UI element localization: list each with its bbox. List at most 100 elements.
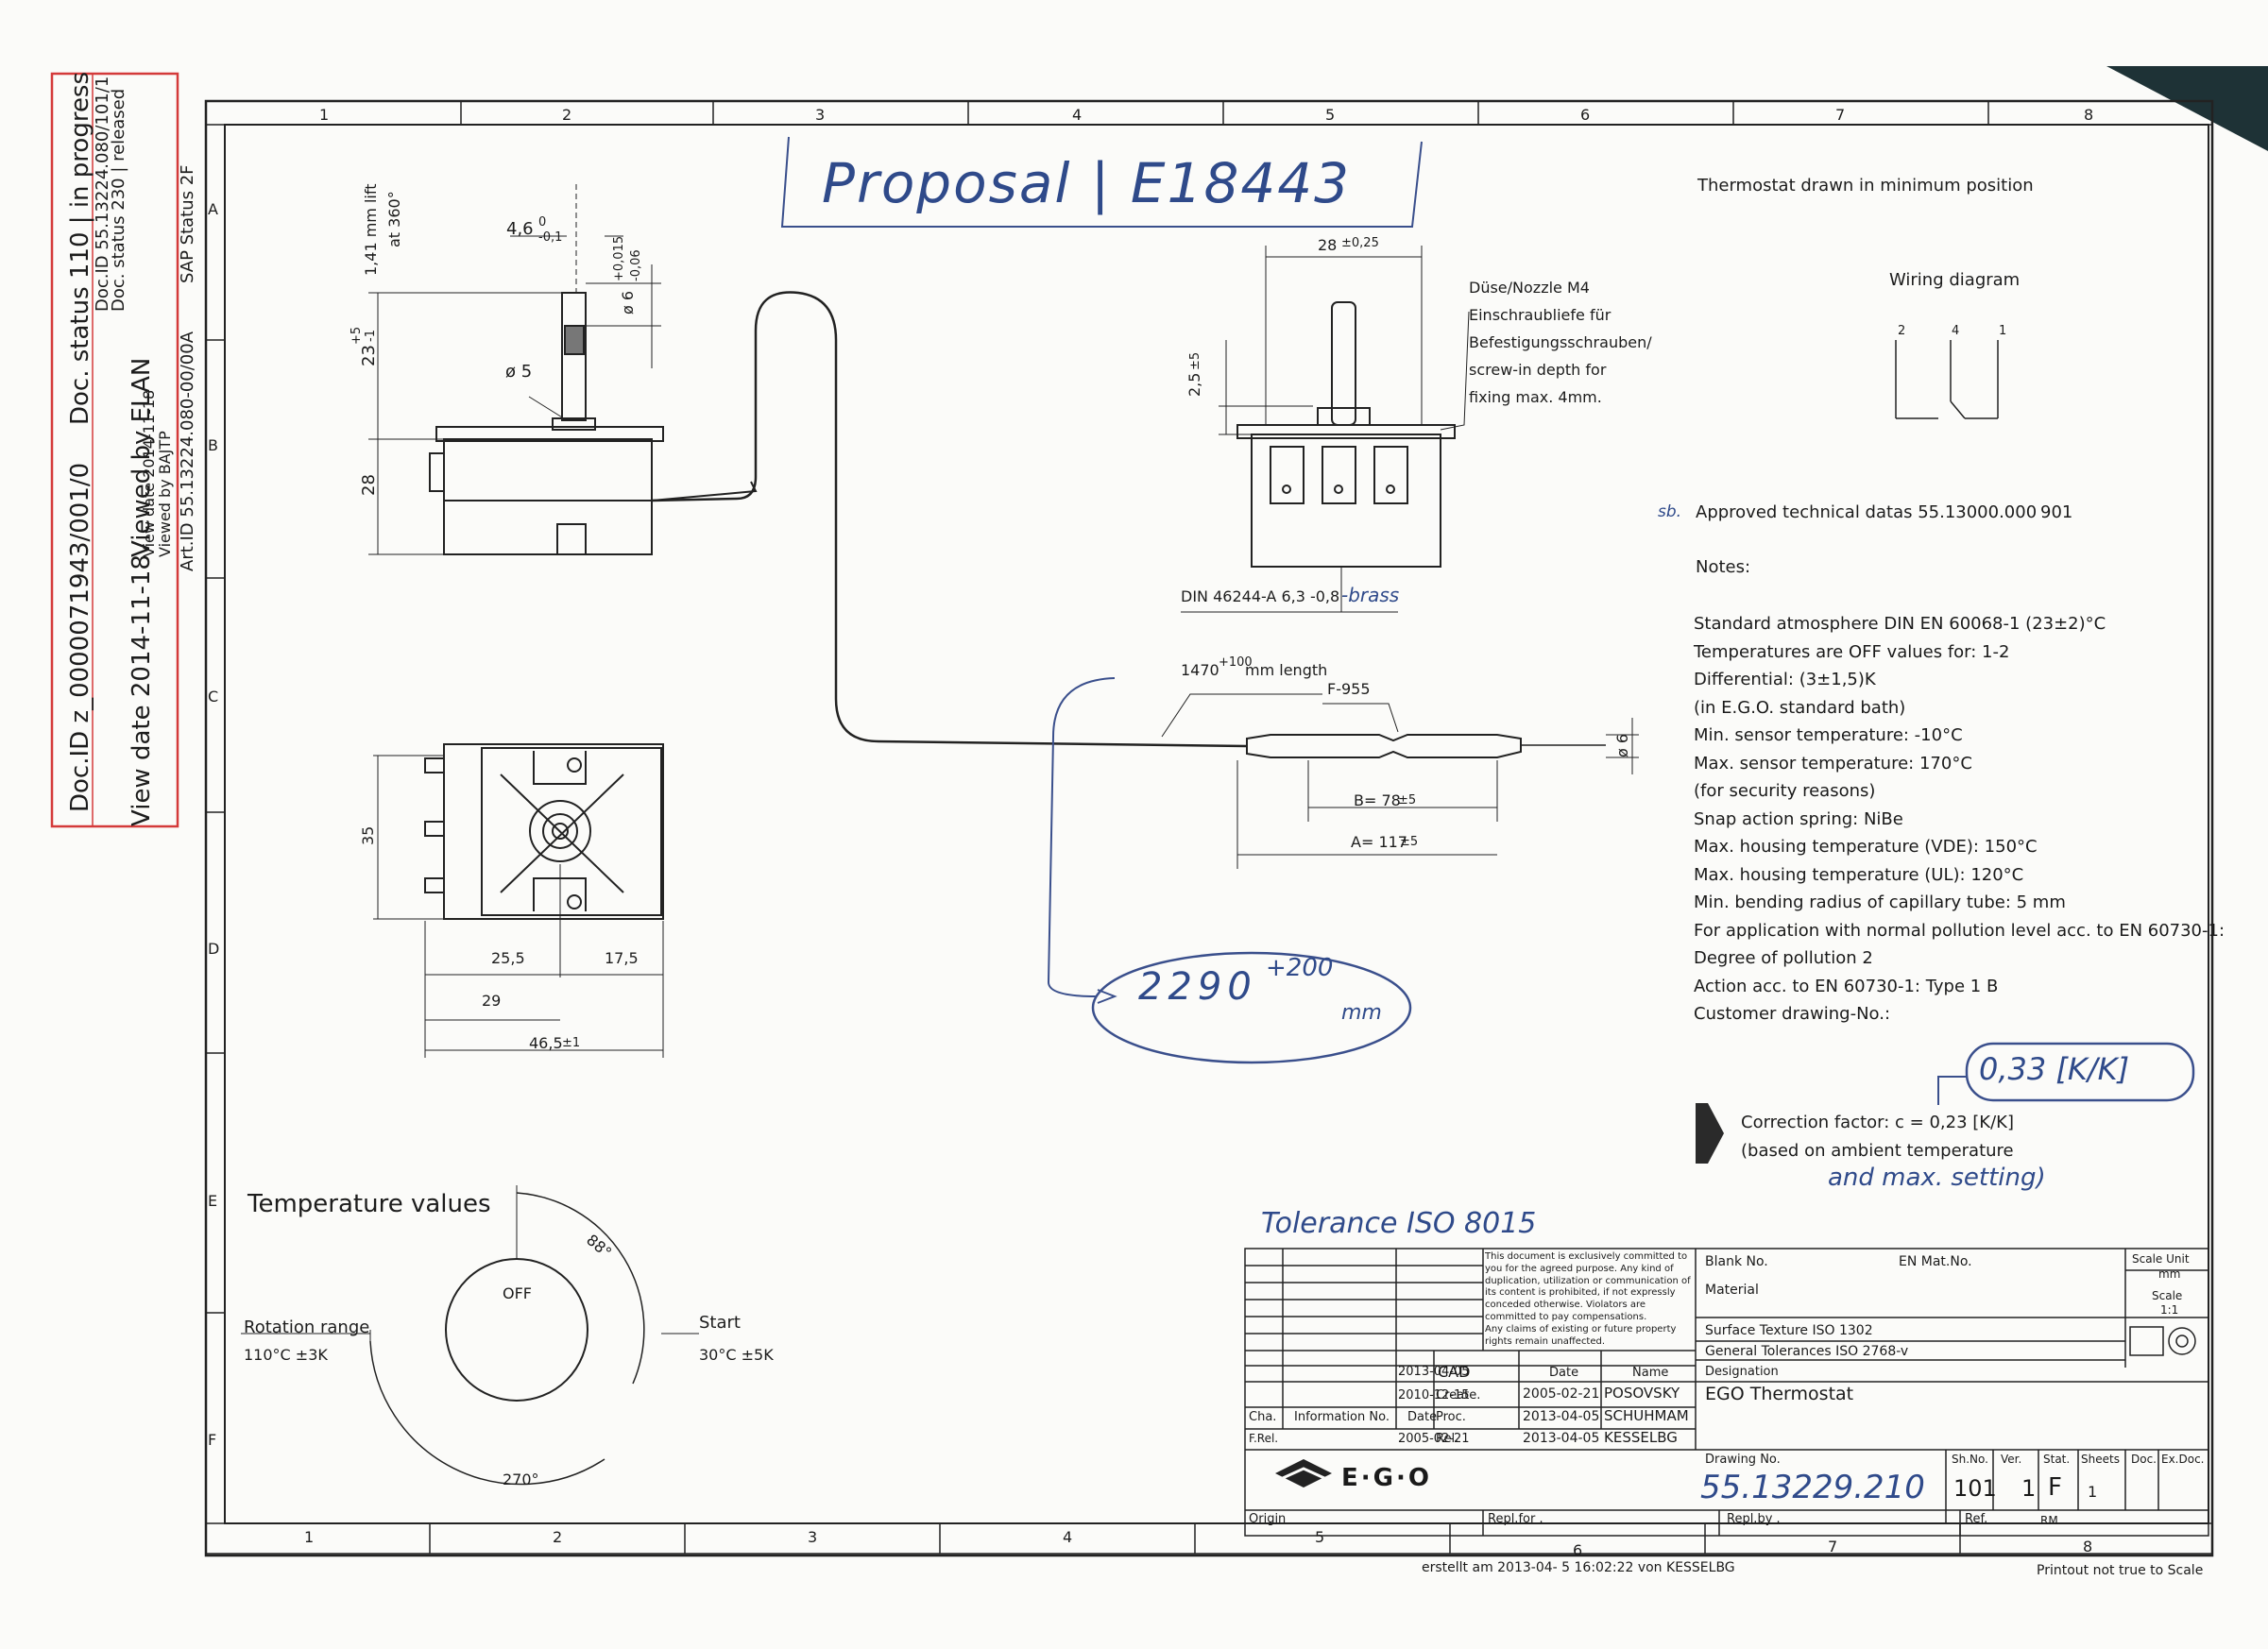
ref-label: Ref. xyxy=(1965,1512,1988,1526)
grid-row-f: F xyxy=(208,1431,217,1449)
wiring-diagram xyxy=(1895,340,1999,419)
grid-col-6: 6 xyxy=(1580,106,1591,124)
grid-col-8-bottom: 8 xyxy=(2083,1538,2093,1556)
status-label: Stat. xyxy=(2043,1453,2071,1466)
grid-col-2-bottom: 2 xyxy=(553,1528,563,1546)
scale-unit-value: mm xyxy=(2158,1267,2181,1281)
title-block-grid xyxy=(1244,1248,2209,1537)
nozzle-line-3: Befestigungsschrauben/ xyxy=(1469,333,1652,351)
exdoc-label: Ex.Doc. xyxy=(2161,1453,2205,1466)
grid-row-a: A xyxy=(208,200,218,218)
rotation-range-value: 110°C ±3K xyxy=(244,1346,328,1364)
cap-length: 1470 xyxy=(1181,661,1219,679)
disclaimer-line: Any claims of existing or future propert… xyxy=(1485,1323,1677,1334)
note-line: (for security reasons) xyxy=(1694,781,1876,801)
dim-2-5: 2,5 xyxy=(1185,372,1203,397)
note-line: Degree of pollution 2 xyxy=(1694,948,1873,968)
note-line: Max. housing temperature (UL): 120°C xyxy=(1694,864,2024,885)
create-name: POSOVSKY xyxy=(1604,1385,1680,1402)
notes-heading: Notes: xyxy=(1696,557,1751,577)
proposal-annotation: Proposal | E18443 xyxy=(822,151,1352,215)
din-terminal: DIN 46244-A 6,3 -0,8 xyxy=(1181,587,1340,605)
min-position-note: Thermostat drawn in minimum position xyxy=(1697,176,2034,196)
dim-35: 35 xyxy=(359,825,377,845)
origin-label: Origin xyxy=(1249,1512,1287,1526)
temperature-off: OFF xyxy=(503,1284,532,1302)
approved-sheet: 901 xyxy=(2040,502,2073,522)
sheet-no-label: Sh.No. xyxy=(1952,1453,1988,1466)
start-label: Start xyxy=(699,1313,741,1333)
grid-col-4: 4 xyxy=(1072,106,1083,124)
stamp-doc-status-small: Doc. status 230 | released xyxy=(109,88,128,312)
ambient-annotation: and max. setting) xyxy=(1828,1164,2046,1192)
nozzle-line-1: Düse/Nozzle M4 xyxy=(1469,279,1590,297)
dim-4-6-tol-top: 0 xyxy=(538,215,547,230)
dim-b78-tol: ±5 xyxy=(1398,793,1417,808)
created-footer: erstellt am 2013-04- 5 16:02:22 von KESS… xyxy=(1422,1560,1735,1575)
bulb-phi6: ø 6 xyxy=(1613,733,1631,757)
stamp-viewed-by-small: Viewed by BAJTP xyxy=(156,431,174,557)
temperature-title: Temperature values xyxy=(247,1190,491,1218)
nozzle-line-5: fixing max. 4mm. xyxy=(1469,388,1602,406)
correction-annotation: 0,33 [K/K] xyxy=(1979,1051,2130,1087)
grid-col-2: 2 xyxy=(562,106,572,124)
cha-label: Cha. xyxy=(1249,1410,1277,1424)
grid-col-1-bottom: 1 xyxy=(304,1528,315,1546)
grid-col-4-bottom: 4 xyxy=(1063,1528,1073,1546)
note-line: For application with normal pollution le… xyxy=(1694,920,2225,941)
start-value: 30°C ±5K xyxy=(699,1346,774,1364)
stamp-sap-status: SAP Status 2F xyxy=(178,164,197,283)
dim-29: 29 xyxy=(482,992,502,1010)
note-line: (in E.G.O. standard bath) xyxy=(1694,697,1906,718)
wiring-diagram-label: Wiring diagram xyxy=(1889,270,2021,290)
stamp-doc-status: Doc. status 110 | in progress xyxy=(66,71,94,425)
note-line: Customer drawing-No.: xyxy=(1694,1004,1891,1024)
sensor-f955: F-955 xyxy=(1327,680,1371,698)
disclaimer-line: rights remain unaffected. xyxy=(1485,1335,1606,1347)
grid-column-ticks xyxy=(206,101,1989,1554)
designation-label: Designation xyxy=(1705,1365,1779,1379)
capillary-length-circle xyxy=(1091,951,1412,1064)
wiring-terminal-1: 1 xyxy=(1999,324,2007,338)
note-line: Max. sensor temperature: 170°C xyxy=(1694,753,1972,774)
dim-23: 23 xyxy=(359,345,379,366)
ref-value: RM xyxy=(2040,1514,2058,1527)
correction-circle xyxy=(1965,1042,2195,1102)
info-no-label: Information No. xyxy=(1294,1410,1390,1424)
scan-corner xyxy=(2106,66,2268,151)
capillary-tolerance-annotation: +200 xyxy=(1266,954,1334,982)
note-line: Temperatures are OFF values for: 1-2 xyxy=(1694,641,2010,662)
note-line: Action acc. to EN 60730-1: Type 1 B xyxy=(1694,976,1999,996)
grid-col-6-bottom: 6 xyxy=(1573,1541,1583,1559)
designation-value: EGO Thermostat xyxy=(1705,1384,1854,1404)
dim-25-5: 25,5 xyxy=(491,949,525,967)
sheets: 1 xyxy=(2088,1483,2098,1501)
scale-unit-label: Scale Unit xyxy=(2132,1252,2190,1266)
rel-name: KESSELBG xyxy=(1604,1429,1678,1446)
disclaimer-line: committed to pay compensations. xyxy=(1485,1311,1647,1322)
ego-logo-mark xyxy=(1275,1459,1332,1488)
approved-data: Approved technical datas 55.13000.000 xyxy=(1696,502,2038,522)
disclaimer-line: This document is exclusively committed t… xyxy=(1485,1251,1688,1262)
rev-date-1: 2013-04-05 xyxy=(1398,1365,1470,1379)
nozzle-line-2: Einschraubliefe für xyxy=(1469,306,1611,324)
capillary-length-annotation: 2290 xyxy=(1138,965,1257,1009)
sheets-label: Sheets xyxy=(2081,1453,2120,1466)
cad-label: CAD xyxy=(1438,1363,1471,1381)
grid-col-5-bottom: 5 xyxy=(1315,1528,1325,1546)
version-label: Ver. xyxy=(2001,1453,2022,1466)
sheet-no: 101 xyxy=(1953,1475,1997,1502)
scale-value: 1:1 xyxy=(2160,1303,2179,1317)
grid-col-7: 7 xyxy=(1835,106,1846,124)
doc-label: Doc. xyxy=(2131,1453,2157,1466)
capillary-tube xyxy=(651,291,1248,748)
frel-date: 2005-02-21 xyxy=(1398,1432,1470,1446)
en-mat-no-label: EN Mat.No. xyxy=(1899,1254,1972,1269)
proc-date: 2013-04-05 xyxy=(1523,1409,1600,1424)
proc-name: SCHUHMAM xyxy=(1604,1407,1689,1424)
outer-frame xyxy=(204,99,2214,1557)
stamp-doc-id: Doc.ID z_0000071943/001/0 xyxy=(66,462,94,812)
version: 1 xyxy=(2021,1475,2037,1502)
cap-length-unit: mm length xyxy=(1245,661,1328,679)
dim-phi5: ø 5 xyxy=(505,362,533,382)
